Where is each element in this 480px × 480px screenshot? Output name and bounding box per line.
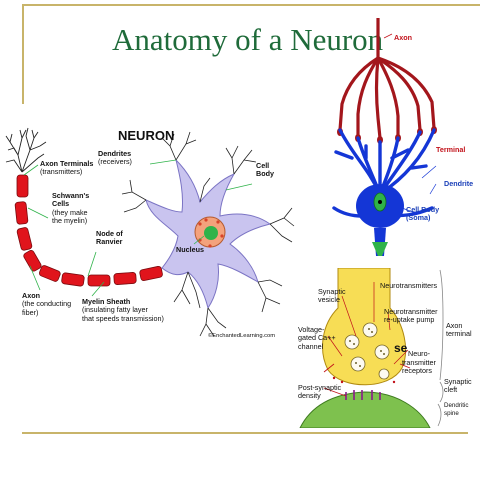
right-neuron-diagram: [332, 18, 437, 256]
page-title: Anatomy of a Neuron: [112, 22, 384, 57]
neuron-diagram: [5, 127, 295, 337]
nucleus-label: Nucleus: [176, 245, 204, 254]
node-of-ranvier-name: Node of Ranvier: [96, 229, 123, 247]
schwanns-cells-name: Schwann's Cells: [52, 191, 90, 209]
nucleus-shape: [194, 216, 226, 248]
axon-name: Axon: [22, 291, 40, 300]
receptors-prefix: Neuro-: [408, 349, 430, 358]
myelin-sheath-label: Myelin Sheath(insulating fatty layer tha…: [82, 297, 164, 323]
synaptic-vesicle-label: Synaptic vesicle: [318, 287, 346, 305]
nucleus-name: Nucleus: [176, 245, 204, 254]
postsynaptic-density-label: Post-synaptic density: [298, 383, 342, 401]
overlap-text: se: [394, 341, 408, 355]
synapse-diagram: [299, 268, 444, 428]
synaptic-cleft-label: Synaptic cleft: [444, 377, 472, 395]
dendrites-label: Dendrites(receivers): [98, 149, 132, 167]
cell-body-label: Cell Body: [256, 161, 274, 179]
right-dendrite-label: Dendrite: [444, 179, 474, 188]
receptors-label: transmitter receptors: [402, 358, 436, 376]
copyright-label: ©EnchantedLearning.com: [208, 333, 276, 339]
right-axon-label: Axon: [394, 33, 412, 42]
node-of-ranvier-label: Node of Ranvier: [96, 229, 123, 247]
schwanns-cells-desc: (they make the myelin): [52, 207, 88, 226]
myelin-sheath-desc: (insulating fatty layer that speeds tran…: [82, 305, 164, 323]
dendrites-name: Dendrites: [98, 149, 132, 158]
axon-terminals-label: Axon Terminals(transmitters): [40, 159, 94, 177]
voltage-channel-label: Voltage- gated Ca++ channel: [298, 325, 336, 351]
postsynaptic-spine: [299, 391, 431, 428]
right-terminal-label: Terminal: [436, 145, 466, 154]
myelin-segments: [14, 174, 163, 287]
dendrites-desc: (receivers): [98, 157, 132, 167]
axon-terminal-branches: [5, 127, 47, 173]
axon-terminals-name: Axon Terminals: [40, 159, 94, 168]
axon-label: Axon(the conducting fiber): [22, 291, 72, 317]
dendrite-branches: [121, 131, 295, 337]
neuron-heading: NEURON: [118, 128, 175, 143]
synaptic-vesicles: [344, 322, 390, 380]
reuptake-pump-label: Neurotransmitter re-uptake pump: [384, 307, 438, 325]
right-cell-body-label: Cell Body (Soma): [406, 205, 440, 223]
red-terminal-knobs: [337, 126, 437, 144]
red-axon-branches: [338, 18, 436, 140]
axon-desc: (the conducting fiber): [22, 299, 72, 317]
schwanns-cells-label: Schwann's Cells(they make the myelin): [52, 191, 90, 226]
neurotransmitters-label: Neurotransmitters: [380, 281, 438, 290]
top-rule: [22, 4, 480, 6]
myelin-sheath-name: Myelin Sheath: [82, 297, 131, 306]
axon-terminal-label: Axon terminal: [446, 321, 472, 339]
axon-terminals-desc: (transmitters): [40, 167, 83, 177]
dendritic-spine-label: Dendritic spine: [444, 402, 469, 418]
left-rule: [22, 4, 24, 104]
bottom-rule: [22, 432, 468, 434]
cell-body-name: Cell Body: [256, 161, 274, 179]
